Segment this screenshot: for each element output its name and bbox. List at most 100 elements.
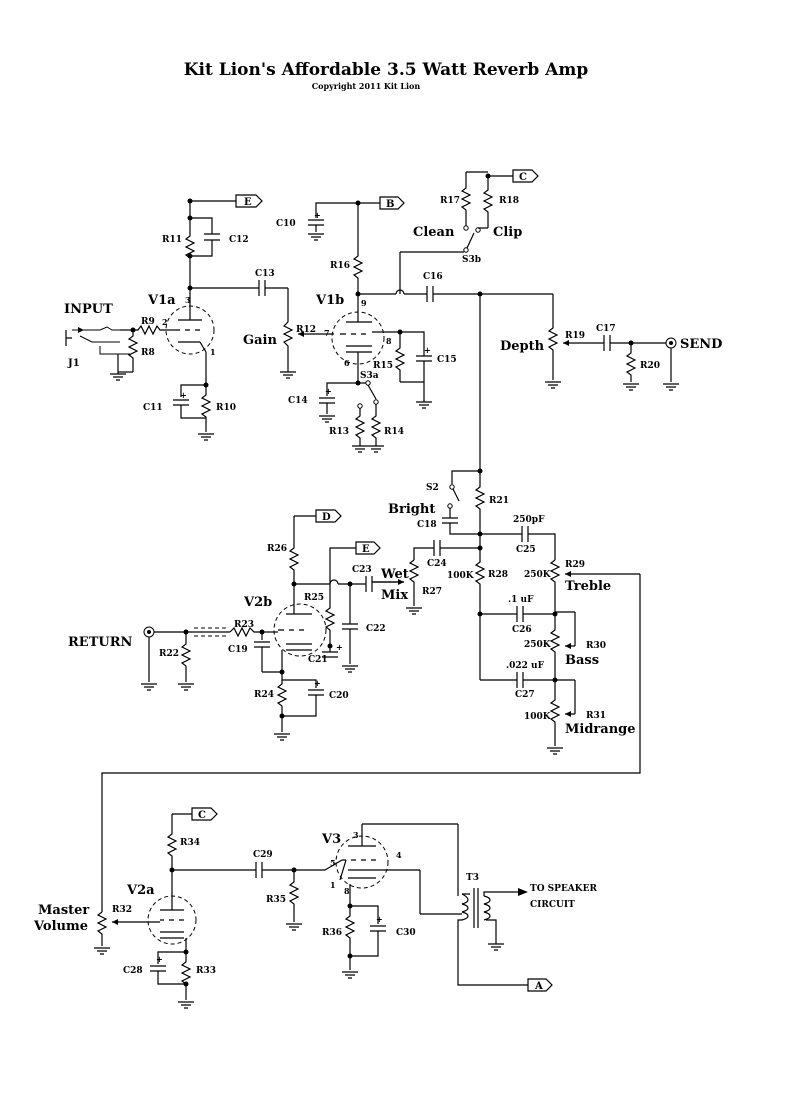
flag-a-wire bbox=[457, 919, 528, 986]
c28-label: C28 bbox=[123, 966, 143, 976]
v2a-tube-elements bbox=[160, 909, 184, 939]
r22-resistor bbox=[180, 632, 192, 682]
r22-label: R22 bbox=[159, 649, 179, 659]
c21-label: C21 bbox=[308, 655, 328, 665]
c25-label: C25 bbox=[516, 545, 536, 555]
pin-label: 1 bbox=[210, 347, 216, 357]
speaker-label-1: TO SPEAKER bbox=[530, 884, 597, 894]
svg-text:+: + bbox=[156, 954, 163, 964]
r30-value: 250K bbox=[524, 640, 552, 650]
r27-mix-pot[interactable] bbox=[408, 559, 420, 606]
input-jack-symbol bbox=[65, 330, 72, 346]
pin-label: 8 bbox=[344, 886, 350, 896]
r16-resistor bbox=[352, 203, 364, 294]
c14-capacitor bbox=[319, 382, 358, 414]
r9-label: R9 bbox=[141, 317, 155, 327]
c24-label: C24 bbox=[427, 559, 447, 569]
c13-capacitor bbox=[258, 280, 266, 296]
flag-b bbox=[379, 196, 405, 210]
r29-treble-pot[interactable] bbox=[549, 559, 561, 612]
wiper-arrow bbox=[563, 340, 569, 346]
s3b-label: S3b bbox=[462, 255, 481, 265]
r31-label: R31 bbox=[586, 711, 606, 721]
r36-resistor bbox=[344, 906, 356, 970]
r12-label: R12 bbox=[296, 325, 316, 335]
wet-label: Wet bbox=[380, 567, 409, 582]
input-label: INPUT bbox=[64, 302, 113, 317]
r16-label: R16 bbox=[330, 261, 350, 271]
r34-resistor bbox=[166, 814, 178, 870]
r8-resistor bbox=[127, 330, 139, 372]
r32-label: R32 bbox=[112, 905, 132, 915]
ground-symbol bbox=[623, 383, 639, 391]
c19-label: C19 bbox=[228, 645, 248, 655]
r24-resistor bbox=[276, 672, 288, 732]
pin-label: 9 bbox=[361, 298, 367, 308]
v1a-label: V1a bbox=[147, 293, 176, 308]
mix-label: Mix bbox=[381, 588, 408, 603]
clean-clip-switch-s3b[interactable]: C bbox=[399, 169, 539, 294]
ground-symbol bbox=[368, 445, 384, 453]
r34-label: R34 bbox=[180, 838, 200, 848]
pin-label: 4 bbox=[396, 850, 402, 860]
r10-label: R10 bbox=[216, 403, 236, 413]
treble-label: Treble bbox=[565, 579, 611, 594]
s2-label: S2 bbox=[426, 483, 439, 493]
flag-label: D bbox=[322, 512, 331, 523]
input-jack-contacts bbox=[72, 326, 130, 355]
r26-label: R26 bbox=[267, 544, 287, 554]
bright-switch-contact[interactable] bbox=[447, 503, 453, 509]
r14-label: R14 bbox=[384, 427, 404, 437]
c22-capacitor bbox=[342, 584, 358, 664]
wire-crossover bbox=[329, 579, 339, 585]
wiper-arrow bbox=[298, 331, 304, 337]
bass-label: Bass bbox=[565, 653, 599, 668]
c23-capacitor bbox=[365, 576, 404, 592]
r30-bass-pot[interactable] bbox=[549, 614, 561, 680]
return-label: RETURN bbox=[68, 635, 133, 650]
r35-resistor bbox=[288, 870, 300, 922]
c10-capacitor bbox=[308, 202, 358, 232]
r17-resistor bbox=[460, 172, 472, 226]
c30-capacitor bbox=[350, 905, 386, 957]
v1a-tube-elements bbox=[176, 319, 207, 353]
r18-resistor bbox=[478, 176, 494, 229]
flag-d bbox=[315, 509, 342, 523]
r20-resistor bbox=[625, 343, 637, 382]
s3a-label: S3a bbox=[360, 371, 379, 381]
r13-resistor bbox=[354, 408, 366, 446]
v2b-label: V2b bbox=[243, 595, 272, 610]
r19-label: R19 bbox=[565, 331, 585, 341]
master-label: Master bbox=[38, 903, 89, 918]
r32-master-pot[interactable] bbox=[96, 911, 108, 946]
c17-capacitor bbox=[603, 335, 611, 351]
flag-label: A bbox=[534, 981, 543, 992]
flag-e-top bbox=[235, 194, 263, 208]
pin-label: 8 bbox=[386, 336, 392, 346]
ground-symbol bbox=[547, 747, 563, 755]
gain-pot-r12[interactable] bbox=[280, 321, 334, 379]
r10-resistor bbox=[200, 385, 212, 432]
r33-label: R33 bbox=[196, 966, 216, 976]
pin-label: 7 bbox=[324, 328, 330, 338]
flag-e-wire bbox=[329, 547, 356, 600]
r31-midrange-pot[interactable] bbox=[549, 680, 561, 746]
flag-c-bottom bbox=[191, 807, 218, 821]
transformer-primary bbox=[461, 893, 470, 921]
c11-capacitor bbox=[173, 384, 206, 419]
c12-capacitor bbox=[190, 217, 220, 257]
c28-capacitor bbox=[150, 951, 186, 985]
c13-label: C13 bbox=[255, 269, 275, 279]
r20-label: R20 bbox=[640, 361, 660, 371]
c20-label: C20 bbox=[329, 691, 349, 701]
r28-label: R28 bbox=[488, 570, 508, 580]
c25-capacitor bbox=[480, 526, 556, 560]
r36-label: R36 bbox=[322, 928, 342, 938]
ground-symbol bbox=[110, 373, 126, 381]
r19-depth-pot[interactable] bbox=[547, 294, 559, 380]
c26-value: .1 uF bbox=[508, 595, 534, 605]
tone-stack bbox=[442, 294, 640, 755]
depth-label: Depth bbox=[500, 339, 545, 354]
c27-label: C27 bbox=[515, 690, 535, 700]
c16-label: C16 bbox=[423, 272, 443, 282]
